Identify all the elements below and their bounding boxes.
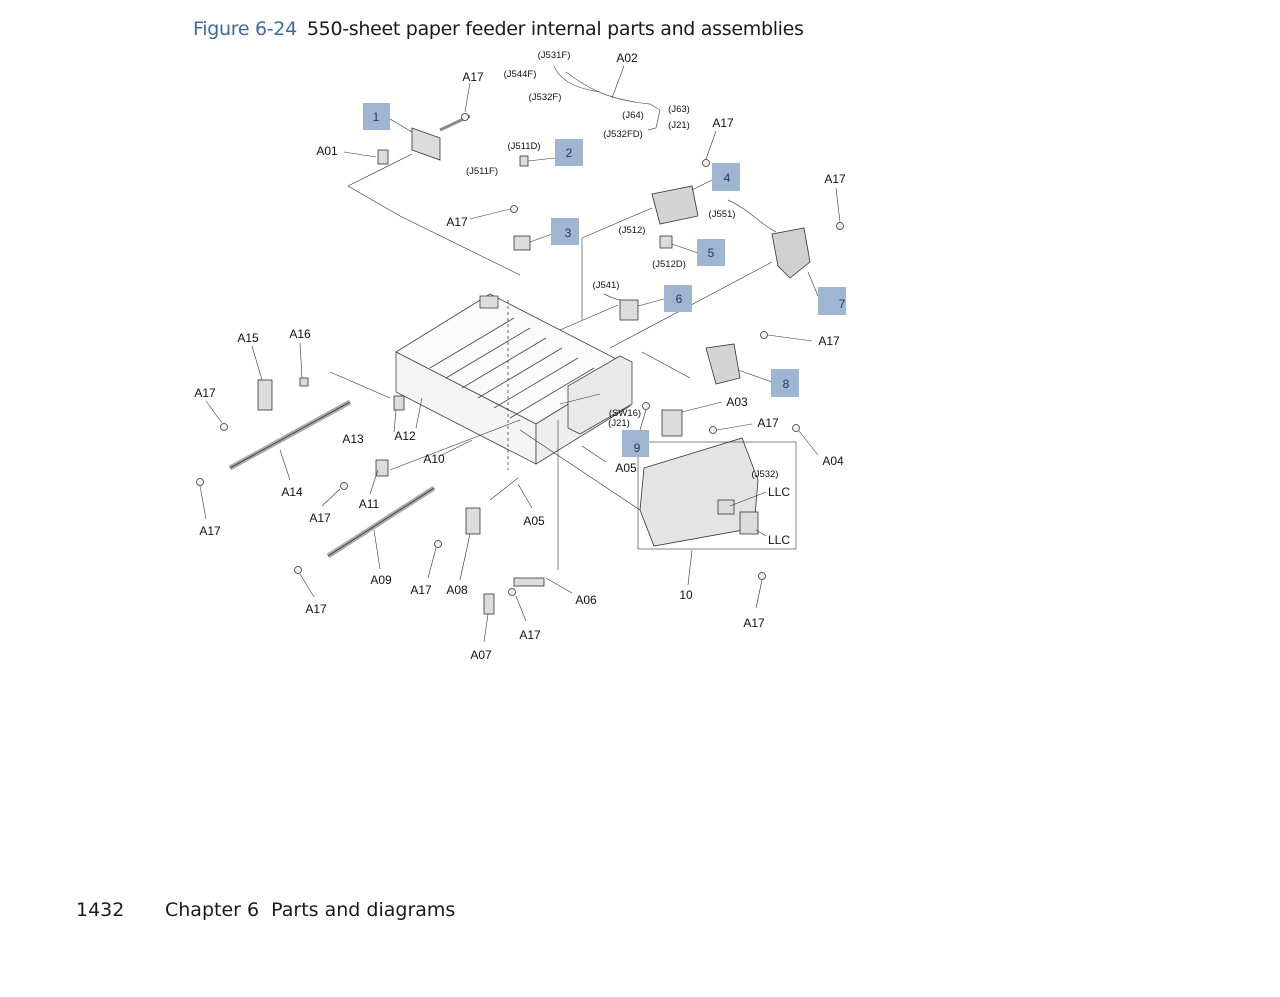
callout-number: 1 bbox=[373, 110, 380, 124]
part-label: A06 bbox=[575, 593, 597, 607]
part-label: A09 bbox=[370, 573, 392, 587]
connector-label: (J512D) bbox=[652, 259, 686, 270]
callout-number: 5 bbox=[708, 246, 715, 260]
callout-box-8 bbox=[771, 369, 799, 397]
parts-drawings bbox=[228, 114, 811, 615]
page-footer: 1432 Chapter 6 Parts and diagrams bbox=[76, 899, 455, 921]
part-label: A17 bbox=[199, 524, 221, 538]
connector-label: (J21) bbox=[668, 120, 690, 131]
part-label: A17 bbox=[824, 172, 846, 186]
part-label: A17 bbox=[712, 116, 734, 130]
chapter-title: Chapter 6 Parts and diagrams bbox=[165, 899, 456, 921]
page-number: 1432 bbox=[76, 899, 125, 921]
part-label: A07 bbox=[470, 648, 492, 662]
leader-lines bbox=[199, 65, 841, 643]
part-label: A17 bbox=[305, 602, 327, 616]
part-label: A13 bbox=[342, 432, 364, 446]
part-label: A15 bbox=[237, 331, 259, 345]
connector-label: (J531F) bbox=[538, 50, 571, 61]
callout-box-6 bbox=[664, 285, 692, 312]
part-label: LLC bbox=[768, 533, 790, 547]
callout-number: 9 bbox=[634, 441, 641, 455]
connector-label: (J544F) bbox=[504, 69, 537, 80]
cable-drawings bbox=[553, 65, 777, 301]
part-label: A02 bbox=[616, 51, 638, 65]
callout-box-4 bbox=[712, 163, 740, 191]
connector-label: (J63) bbox=[668, 104, 690, 115]
part-label: A16 bbox=[289, 327, 311, 341]
part-label: A10 bbox=[423, 452, 445, 466]
part-label: A14 bbox=[281, 485, 303, 499]
part-label: A12 bbox=[394, 429, 416, 443]
part-label: LLC bbox=[768, 485, 790, 499]
part-label: A03 bbox=[726, 395, 748, 409]
callout-number: 8 bbox=[783, 377, 790, 391]
part-label: A17 bbox=[194, 386, 216, 400]
part-label: A17 bbox=[410, 583, 432, 597]
tray-frame-drawing bbox=[395, 293, 633, 470]
callout-number: 3 bbox=[565, 226, 572, 240]
callout-box-7 bbox=[818, 287, 846, 315]
part-label: A17 bbox=[462, 70, 484, 84]
part-label: A05 bbox=[615, 461, 637, 475]
part-label: A11 bbox=[359, 497, 380, 511]
part-label: A17 bbox=[743, 616, 765, 630]
figure-number: Figure 6-24 bbox=[193, 18, 297, 40]
part-label: A17 bbox=[309, 511, 331, 525]
part-label: A08 bbox=[446, 583, 468, 597]
connector-label: (J532FD) bbox=[603, 129, 643, 140]
part-label: A01 bbox=[316, 144, 338, 158]
part-labels: A17 A02 A01 A17 A17 A17 A15 A16 A17 A17 … bbox=[194, 51, 846, 662]
connector-labels: (J531F) (J544F) (J532F) (J64) (J63) (J21… bbox=[466, 50, 778, 480]
callout-number: 2 bbox=[566, 146, 573, 160]
callout-box-2 bbox=[555, 139, 583, 166]
connector-label: (J541) bbox=[593, 280, 620, 291]
part-label: A04 bbox=[822, 454, 844, 468]
part-label: A17 bbox=[818, 334, 840, 348]
callout-number: 6 bbox=[676, 292, 683, 306]
connector-label: (J532) bbox=[752, 469, 779, 480]
figure-title: Figure 6-24 550-sheet paper feeder intern… bbox=[193, 18, 804, 40]
callout-box-3 bbox=[551, 218, 579, 245]
screw-drawings bbox=[196, 113, 844, 596]
connector-label: (SW16) bbox=[609, 408, 641, 419]
connector-label: (J511F) bbox=[466, 166, 498, 177]
part-label: A17 bbox=[757, 416, 779, 430]
part-label: A17 bbox=[446, 215, 468, 229]
connector-label: (J511D) bbox=[507, 141, 540, 152]
callout-number: 4 bbox=[724, 171, 731, 185]
callout-number: 7 bbox=[839, 297, 846, 311]
callout-number: 10 bbox=[679, 588, 693, 602]
connector-label: (J21) bbox=[608, 418, 630, 429]
connector-label: (J551) bbox=[709, 209, 736, 220]
figure-caption: 550-sheet paper feeder internal parts an… bbox=[306, 18, 804, 40]
part-label: A17 bbox=[519, 628, 541, 642]
part-label: A05 bbox=[523, 514, 545, 528]
callout-box-5 bbox=[697, 239, 725, 266]
connector-label: (J64) bbox=[622, 110, 644, 121]
connector-label: (J532F) bbox=[529, 92, 562, 103]
connector-label: (J512) bbox=[619, 225, 646, 236]
numbered-callouts: 1 2 3 4 5 6 7 8 9 10 bbox=[363, 103, 846, 602]
callout-box-9 bbox=[622, 430, 649, 457]
callout-box-1 bbox=[363, 103, 390, 130]
